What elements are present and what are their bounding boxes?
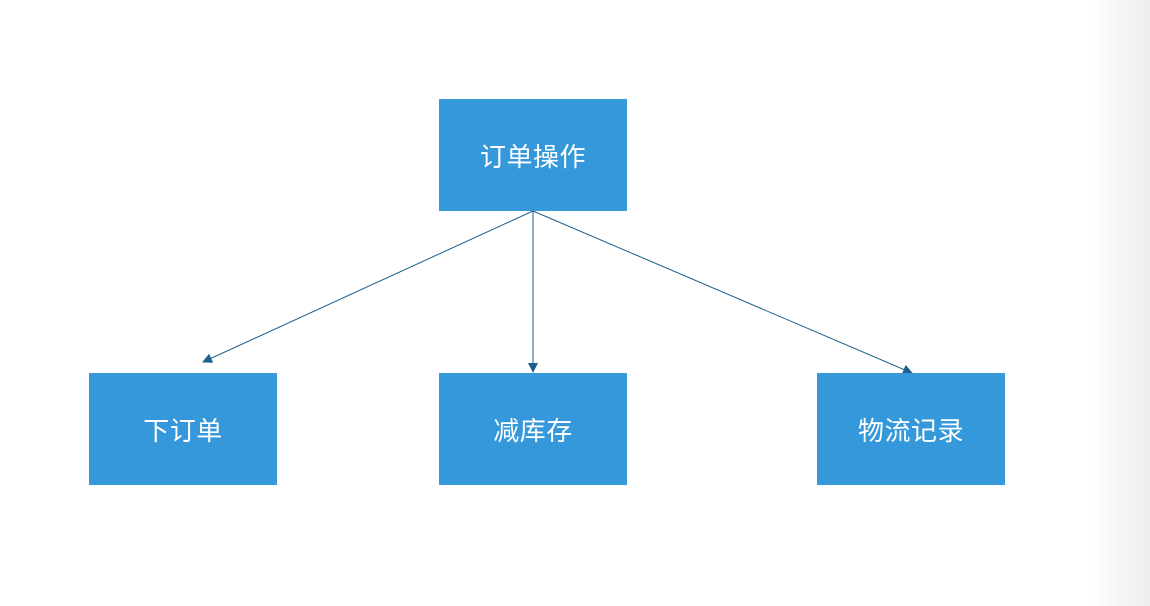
- node-label: 订单操作: [479, 142, 586, 173]
- node-order-operations: 订单操作: [439, 99, 627, 211]
- node-label: 物流记录: [857, 416, 964, 447]
- scroll-edge-shade: [1090, 0, 1150, 606]
- node-label: 下订单: [143, 416, 223, 447]
- node-logistics-record: 物流记录: [817, 373, 1005, 485]
- node-label: 减库存: [493, 416, 573, 447]
- node-reduce-stock: 减库存: [439, 373, 627, 485]
- arrow-root-to-logistics: [532, 210, 913, 375]
- node-place-order: 下订单: [89, 373, 277, 485]
- arrow-root-to-place-order: [202, 210, 534, 363]
